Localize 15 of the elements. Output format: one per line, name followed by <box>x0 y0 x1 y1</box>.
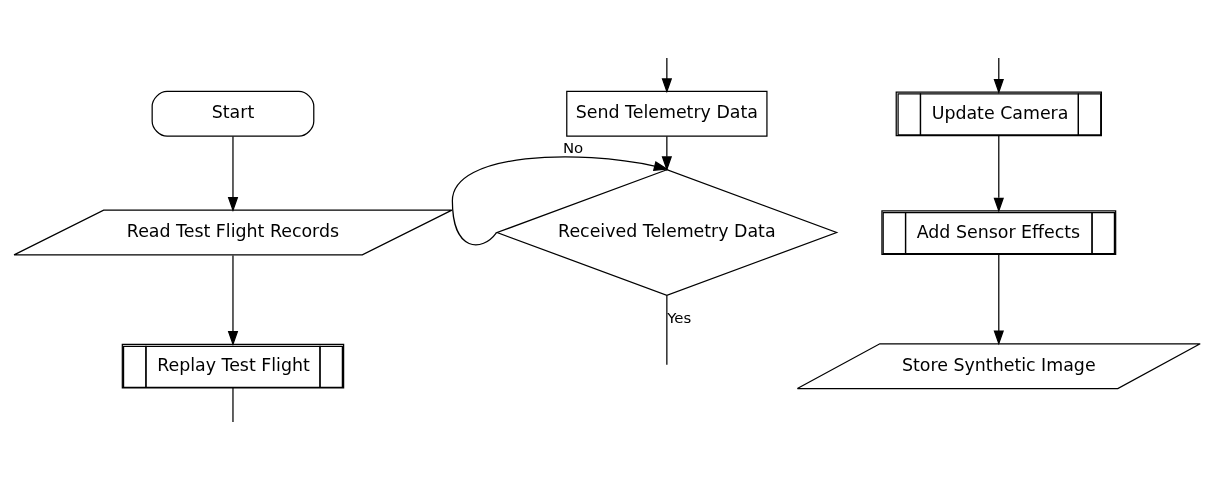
node-box: Start <box>151 90 315 137</box>
arrow <box>227 135 239 212</box>
edge-label: No <box>562 138 584 157</box>
arrow <box>661 135 673 172</box>
arrow <box>661 57 673 94</box>
arrow <box>227 254 239 346</box>
arrow <box>993 57 1005 94</box>
arrow <box>451 156 669 246</box>
connector <box>232 387 234 423</box>
edge-label: Yes <box>667 309 692 328</box>
node-diamond: Received Telemetry Data <box>495 169 839 296</box>
arrow <box>993 254 1005 346</box>
arrow <box>993 135 1005 213</box>
node-box: Send Telemetry Data <box>566 90 768 137</box>
connector <box>666 294 668 366</box>
